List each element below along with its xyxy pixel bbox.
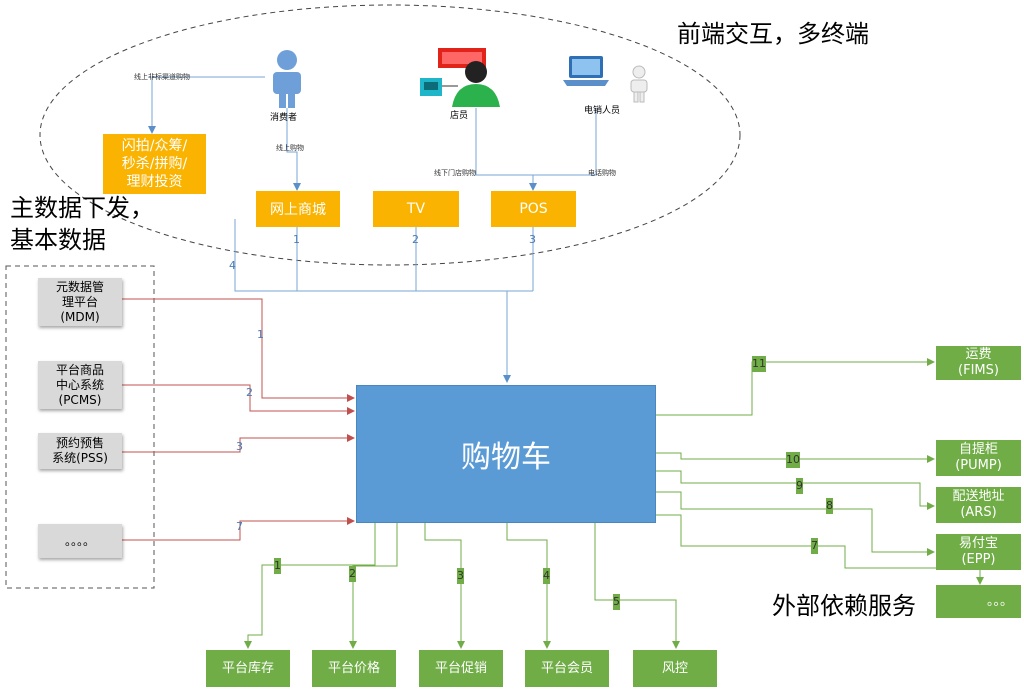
arrow-cart-to-risk (594, 523, 680, 649)
pump-link-number: 10 (786, 452, 800, 468)
more-external-link-number: 7 (811, 538, 818, 554)
flow-clerk-to-pos (475, 108, 533, 176)
risk-link-number: 5 (613, 594, 620, 610)
arrow-cart-to-pump (656, 452, 935, 463)
arrow-more-to-cart (122, 517, 355, 541)
promo-channel-box: 闪拍/众筹/ 秒杀/拼购/ 理财投资 (103, 134, 206, 194)
inventory-link-number: 1 (274, 558, 281, 574)
master-data-container (5, 265, 155, 589)
fims-link-number: 11 (752, 356, 766, 372)
clerk-icon (420, 48, 500, 107)
epp-link-number: 8 (826, 498, 833, 514)
flow-agent-to-pos (529, 108, 597, 191)
risk-control-box: 风控 (633, 650, 717, 687)
pcms-link-number: 2 (246, 386, 253, 399)
telesales-icon (563, 56, 648, 103)
master-data-heading: 主数据下发， 基本数据 (10, 194, 154, 254)
mdm-system-box: 元数据管 理平台 (MDM) (38, 278, 122, 326)
consumer-person-icon (273, 50, 301, 108)
telesales-label: 电销人员 (584, 106, 621, 116)
arrow-cart-to-price (349, 523, 398, 649)
phone-shopping-flow-label: 电话购物 (588, 169, 616, 177)
consumer-label: 消费者 (270, 113, 298, 123)
channel-number-pos: 3 (529, 233, 536, 246)
ars-service-box: 配送地址 (ARS) (936, 487, 1021, 523)
arrow-cart-to-fims (656, 358, 935, 416)
platform-price-box: 平台价格 (312, 650, 396, 687)
platform-member-box: 平台会员 (525, 650, 609, 687)
arrow-cart-to-epp (656, 491, 935, 556)
price-link-number: 2 (349, 566, 356, 582)
epp-service-box: 易付宝 (EPP) (936, 534, 1021, 570)
more-external-services-box: 。。。 (936, 585, 1021, 618)
channel-number-tv: 2 (412, 233, 419, 246)
frontend-boundary-ellipse (39, 4, 741, 266)
platform-promotion-box: 平台促销 (419, 650, 503, 687)
fims-service-box: 运费 (FIMS) (936, 346, 1021, 380)
online-shopping-flow-label: 线上购物 (276, 144, 304, 152)
more-master-systems-box: 。。。。 (38, 524, 122, 558)
channel-number-online-mall: 1 (293, 233, 300, 246)
flow-consumer-to-promo (148, 76, 265, 134)
arrow-cart-to-promotion (424, 523, 465, 649)
pcms-system-box: 平台商品 中心系统 (PCMS) (38, 361, 122, 409)
mdm-link-number: 1 (257, 328, 264, 341)
tv-box: TV (373, 191, 459, 227)
channel-number-promo: 4 (229, 259, 236, 272)
member-link-number: 4 (543, 568, 550, 584)
pss-system-box: 预约预售 系统(PSS) (38, 433, 122, 469)
flow-channels-to-cart (234, 219, 534, 382)
platform-inventory-box: 平台库存 (206, 650, 290, 687)
more-link-number: 7 (236, 520, 243, 533)
promotion-link-number: 3 (457, 568, 464, 584)
clerk-label: 店员 (450, 111, 469, 121)
arrow-pcms-to-cart (122, 384, 355, 415)
pss-link-number: 3 (236, 440, 243, 453)
frontend-heading: 前端交互，多终端 (677, 20, 869, 48)
arrow-cart-to-more (656, 514, 984, 585)
ars-link-number: 9 (796, 478, 803, 494)
arrow-mdm-to-cart (122, 298, 355, 402)
arrow-pss-to-cart (122, 434, 355, 453)
shopping-cart-box: 购物车 (356, 385, 656, 523)
pump-service-box: 自提柜 (PUMP) (936, 440, 1021, 476)
online-nonstandard-flow-label: 线上非标渠道购物 (134, 73, 190, 81)
external-services-heading: 外部依赖服务 (772, 592, 916, 620)
arrow-cart-to-inventory (244, 523, 376, 649)
offline-store-flow-label: 线下门店购物 (434, 169, 476, 177)
arrow-cart-to-member (506, 523, 551, 649)
online-mall-box: 网上商城 (256, 191, 340, 227)
flow-consumer-to-mall (286, 108, 301, 191)
pos-box: POS (491, 191, 576, 227)
arrow-cart-to-ars (656, 470, 935, 510)
